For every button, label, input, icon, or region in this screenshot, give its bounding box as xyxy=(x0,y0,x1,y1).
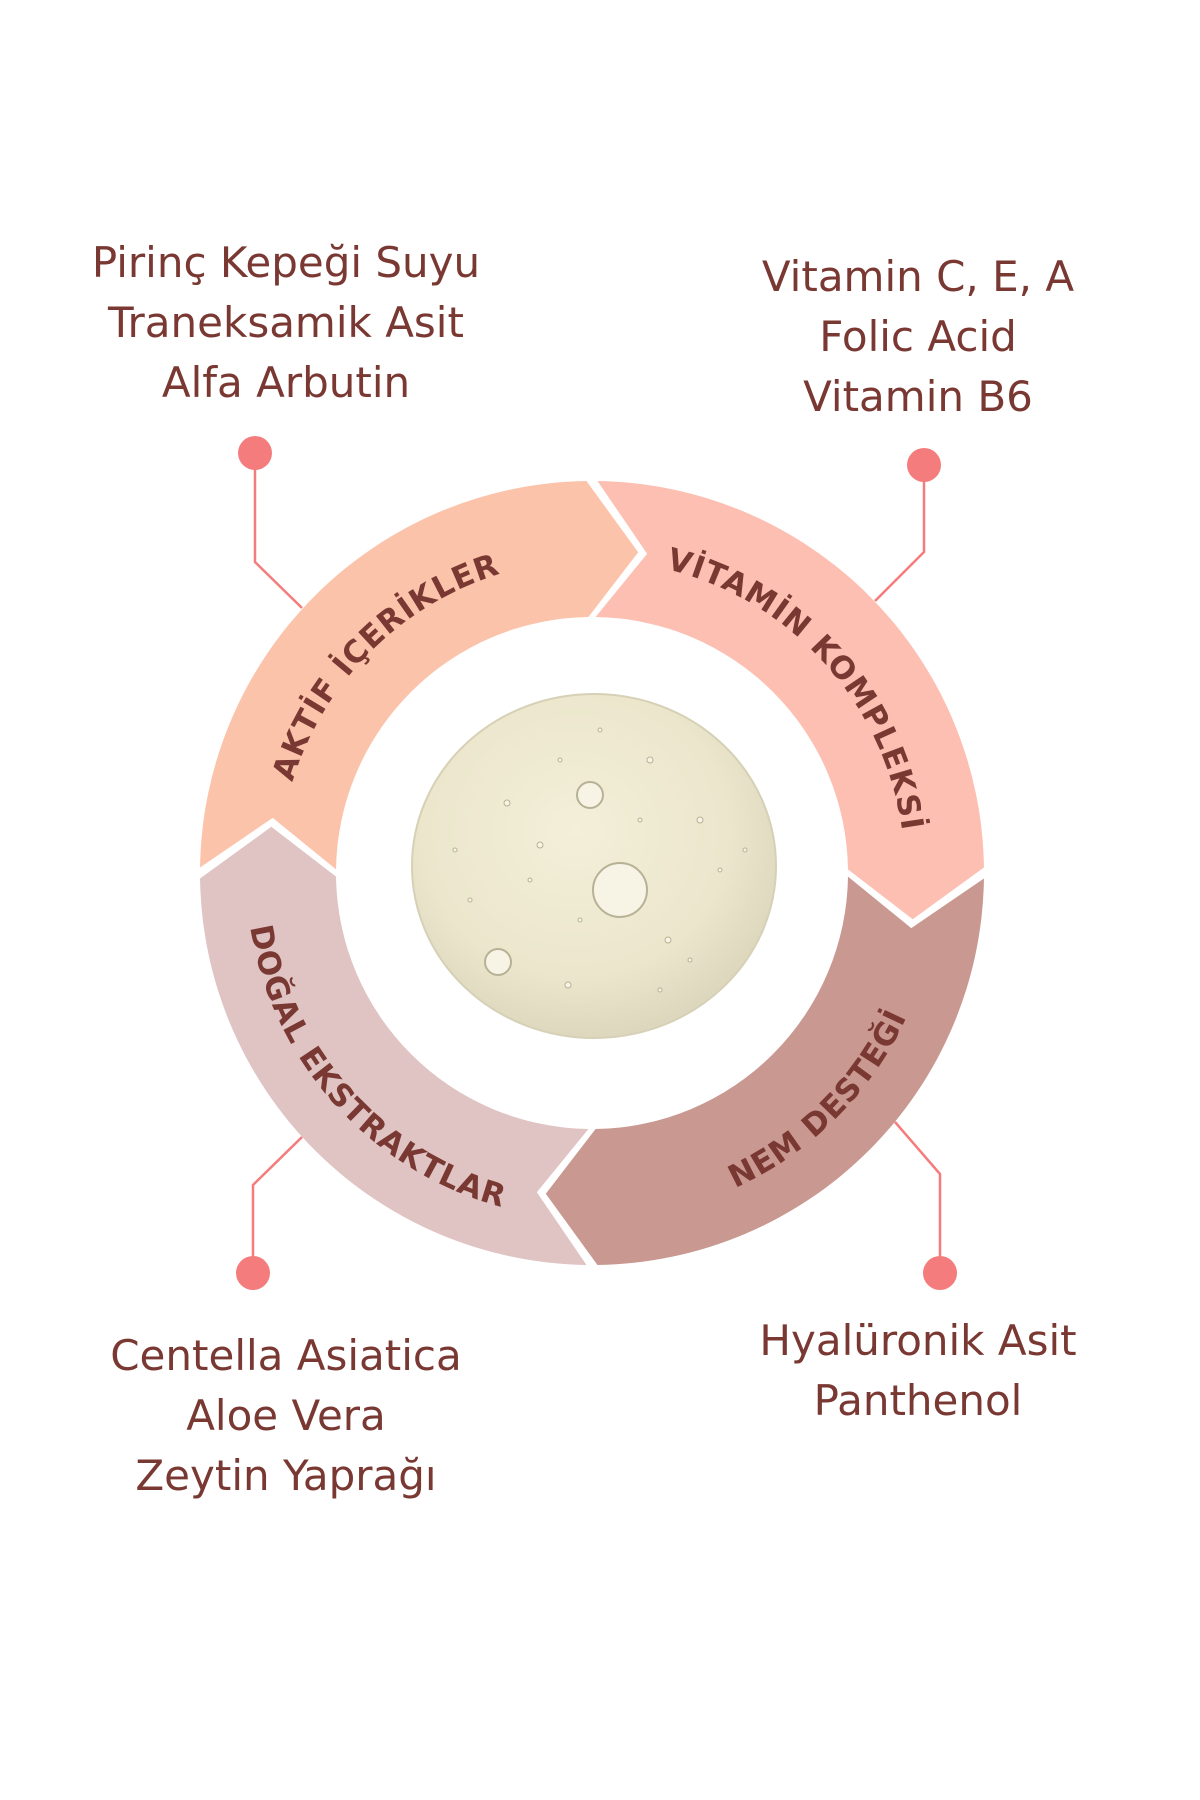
bubble xyxy=(717,867,723,873)
ingredients-top-right: Vitamin C, E, A Folic Acid Vitamin B6 xyxy=(678,247,1158,427)
ingredient-item: Aloe Vera xyxy=(186,1391,386,1440)
connector-line xyxy=(874,465,926,602)
ingredient-item: Hyalüronik Asit xyxy=(759,1316,1077,1365)
serum-drop-image xyxy=(411,693,777,1039)
ingredients-bottom-left: Centella Asiatica Aloe Vera Zeytin Yapra… xyxy=(46,1326,526,1506)
connector-dot xyxy=(907,448,941,482)
connector-bottom-right xyxy=(894,1121,957,1290)
ingredient-item: Traneksamik Asit xyxy=(108,298,464,347)
bubble xyxy=(637,817,643,823)
bubble xyxy=(564,981,572,989)
bubble xyxy=(687,957,693,963)
connector-line xyxy=(251,1136,303,1273)
segment-vitamin-kompleksi xyxy=(595,481,984,920)
connector-line xyxy=(894,1121,942,1273)
ingredient-item: Vitamin B6 xyxy=(803,372,1033,421)
bubble xyxy=(657,987,663,993)
bubble xyxy=(592,862,648,918)
ingredient-item: Panthenol xyxy=(813,1376,1023,1425)
bubble xyxy=(742,847,748,853)
connector-dot xyxy=(238,436,272,470)
segment-dogal-ekstraktlar xyxy=(200,826,589,1265)
ingredients-top-left: Pirinç Kepeği Suyu Traneksamik Asit Alfa… xyxy=(46,233,526,413)
connector-bottom-left xyxy=(236,1136,303,1290)
connector-lines xyxy=(236,436,957,1290)
bubble xyxy=(576,781,604,809)
ingredient-item: Vitamin C, E, A xyxy=(761,252,1075,301)
bubble xyxy=(467,897,473,903)
connector-dot xyxy=(923,1256,957,1290)
connector-top-left xyxy=(238,436,303,609)
ingredient-item: Pirinç Kepeği Suyu xyxy=(91,238,481,287)
bubble xyxy=(597,727,603,733)
bubble xyxy=(536,841,544,849)
connector-line xyxy=(253,453,303,609)
bubble xyxy=(527,877,533,883)
bubble xyxy=(696,816,704,824)
segment-nem-destegi xyxy=(545,876,984,1265)
segment-aktif-icerikler xyxy=(200,481,639,870)
ingredient-item: Centella Asiatica xyxy=(110,1331,462,1380)
bubble xyxy=(646,756,654,764)
ingredients-bottom-right: Hyalüronik Asit Panthenol xyxy=(678,1311,1158,1431)
bubble xyxy=(664,936,672,944)
ingredient-item: Folic Acid xyxy=(819,312,1017,361)
connector-top-right xyxy=(874,448,941,602)
bubble xyxy=(503,799,511,807)
connector-dot xyxy=(236,1256,270,1290)
bubble xyxy=(577,917,583,923)
ingredient-item: Alfa Arbutin xyxy=(161,358,411,407)
bubble xyxy=(557,757,563,763)
ingredient-item: Zeytin Yaprağı xyxy=(135,1451,437,1500)
bubble xyxy=(452,847,458,853)
bubble xyxy=(484,948,512,976)
